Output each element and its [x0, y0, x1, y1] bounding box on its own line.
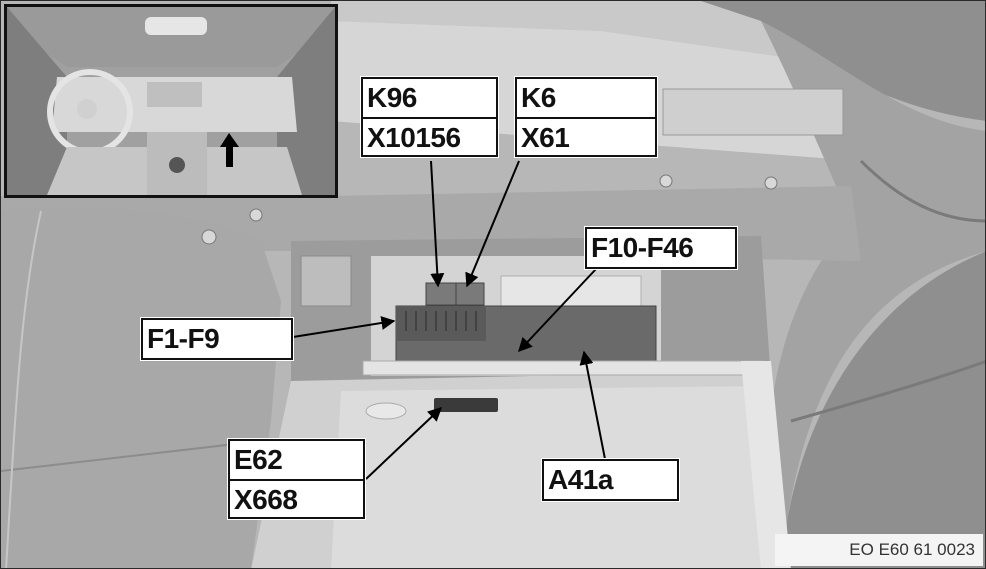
callout-e62-line2: X668 — [230, 479, 363, 517]
callout-a41a: A41a — [542, 459, 679, 501]
callout-e62-line1: E62 — [234, 444, 283, 475]
callout-f10-f46-line1: F10-F46 — [591, 232, 694, 263]
callout-a41a-line1: A41a — [548, 464, 613, 495]
callout-k96-line2: X10156 — [363, 117, 496, 155]
callout-k96: K96 X10156 — [361, 77, 498, 157]
callout-f1-f9: F1-F9 — [141, 318, 293, 360]
callout-k6-line2: X61 — [517, 117, 655, 155]
callout-f10-f46: F10-F46 — [585, 227, 737, 269]
callout-k6-line1: K6 — [521, 82, 556, 113]
callout-e62: E62 X668 — [228, 439, 365, 519]
callout-f1-f9-line1: F1-F9 — [147, 323, 220, 354]
location-arrow-icon — [220, 133, 239, 167]
callout-k96-line1: K96 — [367, 82, 417, 113]
document-id: EO E60 61 0023 — [775, 534, 983, 566]
callout-k6: K6 X61 — [515, 77, 657, 157]
vehicle-overview-inset — [4, 4, 338, 198]
interior-overview-illustration — [7, 7, 335, 195]
